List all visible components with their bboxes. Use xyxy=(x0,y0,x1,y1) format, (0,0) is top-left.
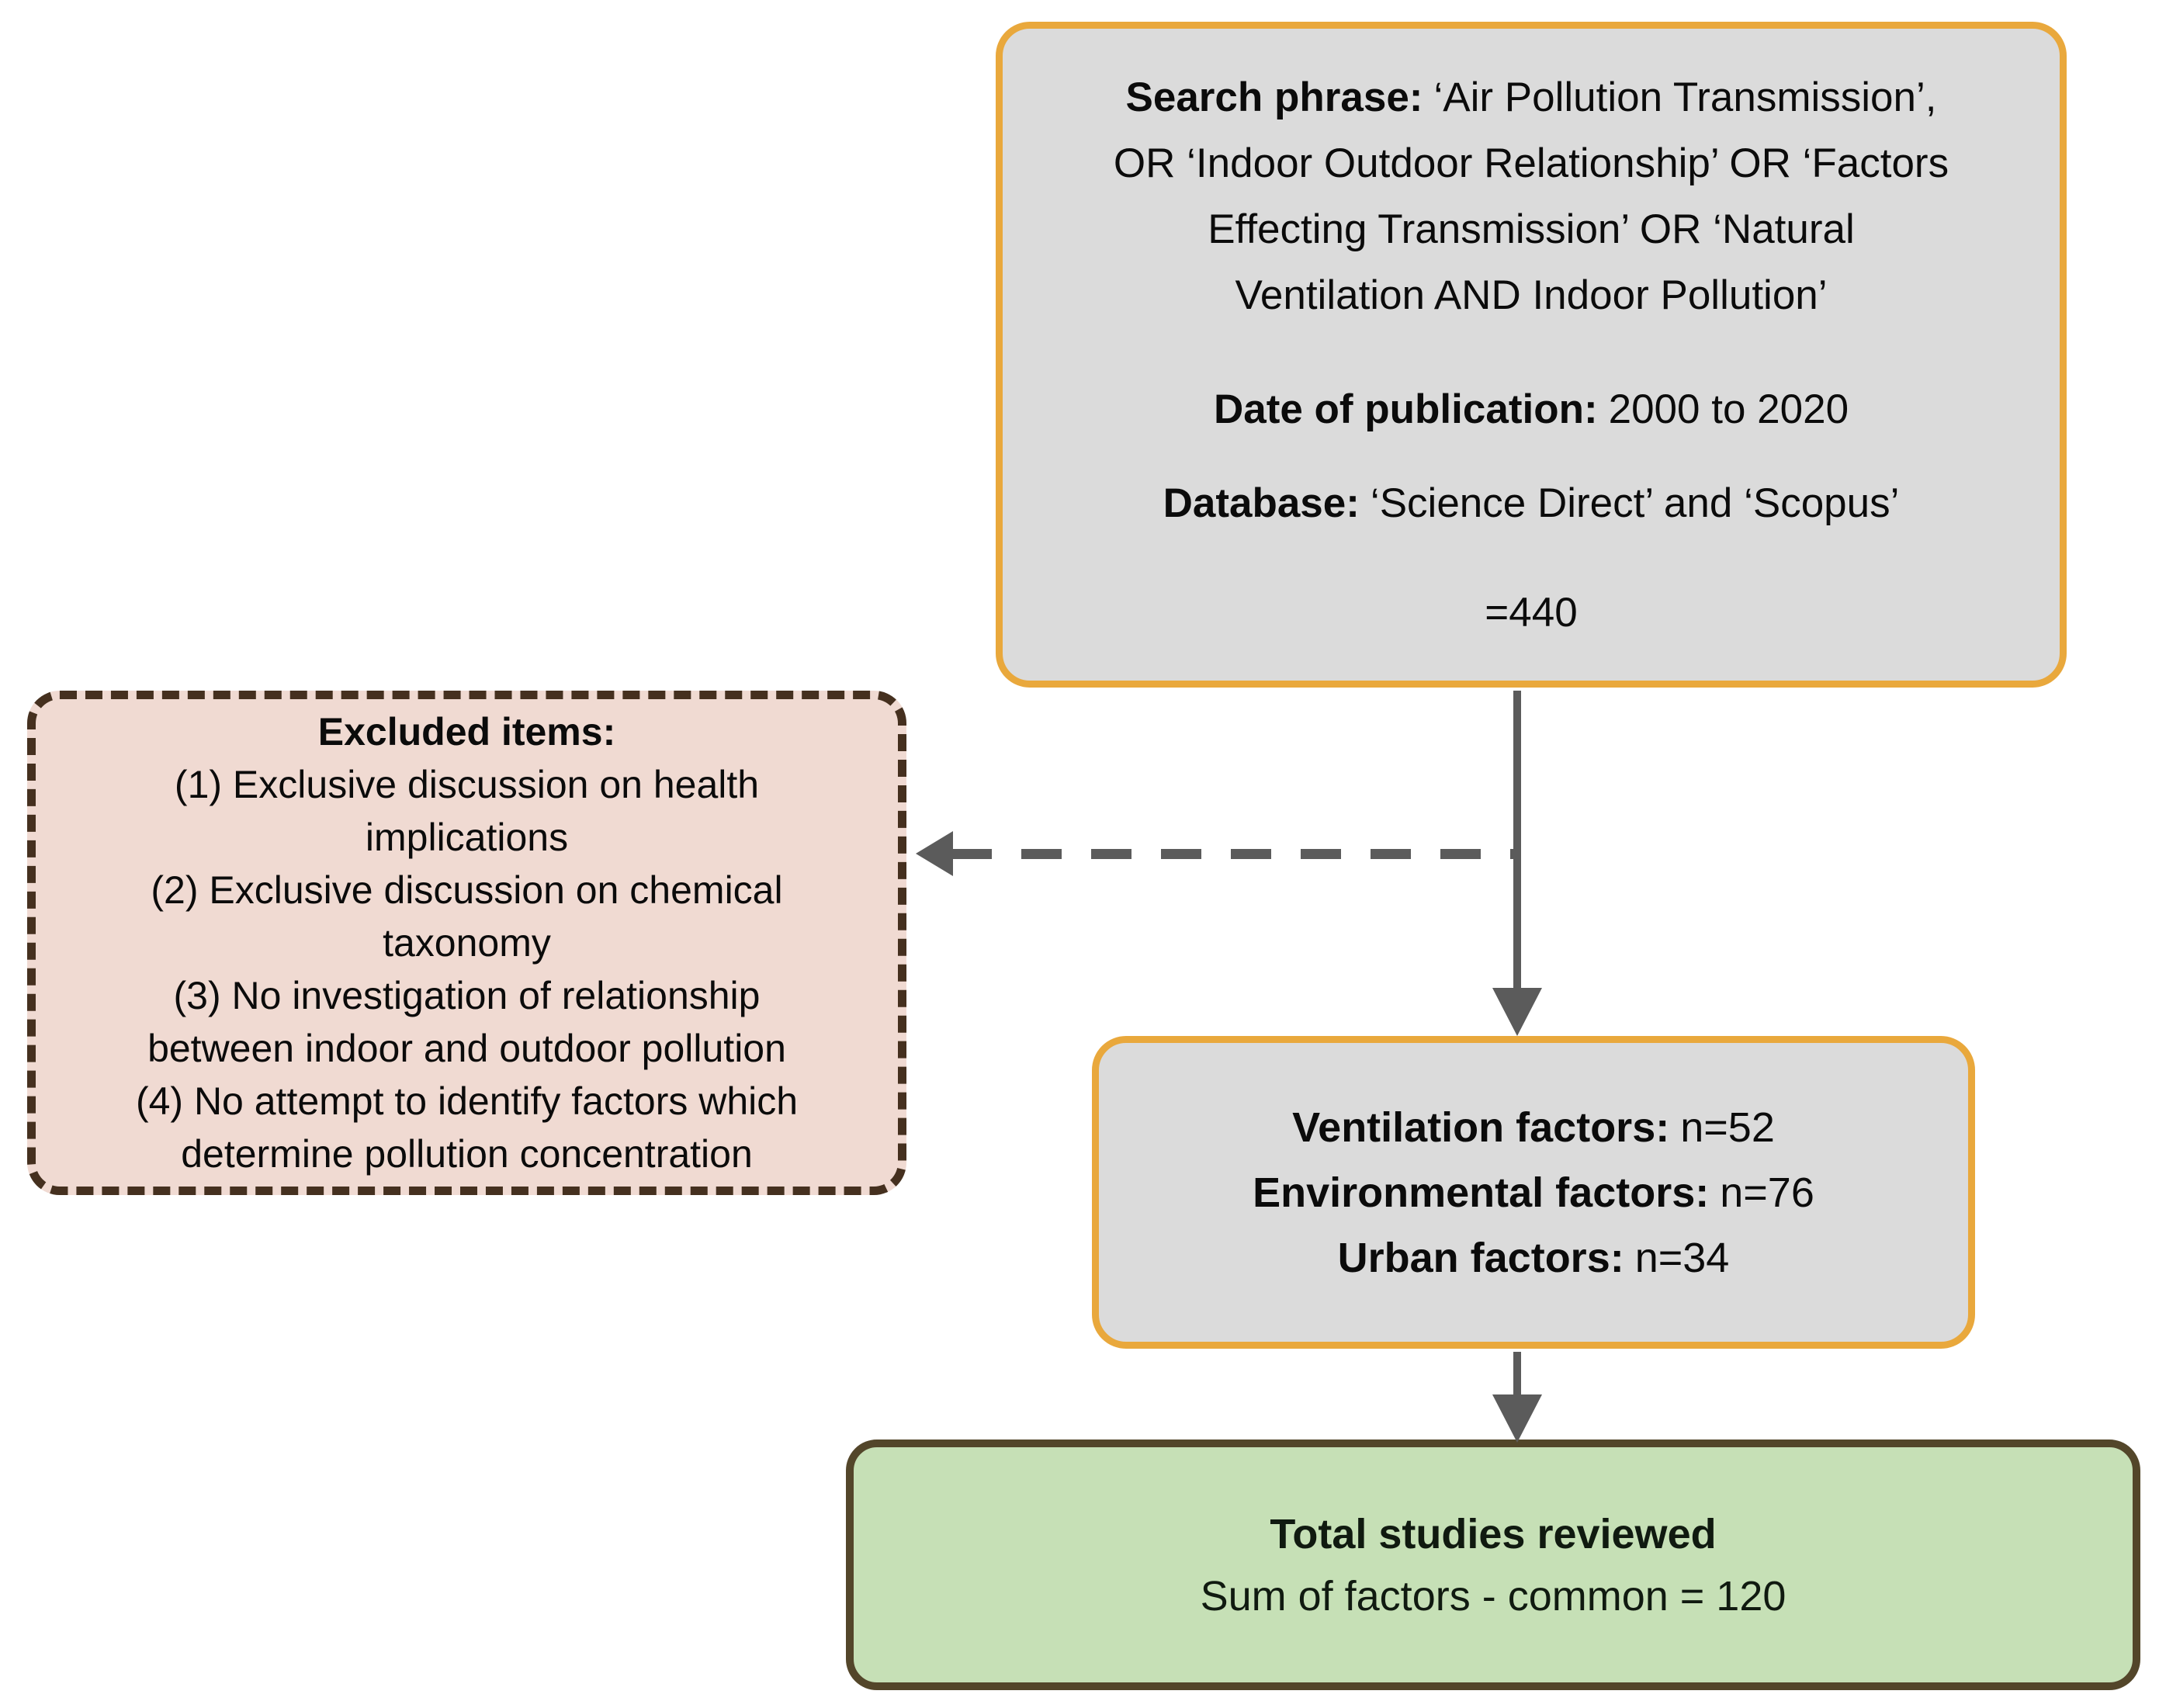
left-arrowhead-icon xyxy=(916,831,953,876)
search-phrase-text: Ventilation AND Indoor Pollution’ xyxy=(1235,272,1828,318)
excluded-item: (3) No investigation of relationship bet… xyxy=(147,974,786,1070)
arrow-factors-to-total-shaft xyxy=(1513,1352,1521,1397)
search-phrase-label: Search phrase: xyxy=(1125,74,1423,120)
factors-count-box: Ventilation factors:n=52 Environmental f… xyxy=(1092,1036,1975,1349)
database-line: Database:‘Science Direct’ and ‘Scopus’ xyxy=(1163,470,1900,536)
search-criteria-box: Search phrase:‘Air Pollution Transmissio… xyxy=(996,22,2067,688)
excluded-item: (2) Exclusive discussion on chemical tax… xyxy=(151,868,783,965)
excluded-items-box: Excluded items: (1) Exclusive discussion… xyxy=(27,691,906,1195)
down-arrowhead-icon xyxy=(1492,988,1542,1036)
database-label: Database: xyxy=(1163,480,1360,526)
environmental-factors-row: Environmental factors:n=76 xyxy=(1253,1160,1814,1225)
total-studies-title: Total studies reviewed xyxy=(1270,1510,1717,1557)
ventilation-factors-label: Ventilation factors: xyxy=(1292,1103,1670,1151)
total-studies-subtitle: Sum of factors - common = 120 xyxy=(1200,1572,1786,1620)
urban-factors-label: Urban factors: xyxy=(1337,1234,1624,1281)
search-phrase-text: Effecting Transmission’ OR ‘Natural xyxy=(1208,206,1855,252)
environmental-factors-value: n=76 xyxy=(1720,1169,1814,1216)
publication-date-label: Date of publication: xyxy=(1213,386,1598,432)
publication-date-line: Date of publication:2000 to 2020 xyxy=(1214,376,1849,442)
dashed-arrow-to-excluded-shaft xyxy=(951,849,1517,859)
environmental-factors-label: Environmental factors: xyxy=(1253,1169,1710,1216)
search-phrase-text: ‘Air Pollution Transmission’, xyxy=(1433,74,1937,120)
database-value: ‘Science Direct’ and ‘Scopus’ xyxy=(1370,480,1900,526)
urban-factors-row: Urban factors:n=34 xyxy=(1338,1225,1730,1291)
ventilation-factors-value: n=52 xyxy=(1680,1103,1775,1151)
total-studies-box: Total studies reviewed Sum of factors - … xyxy=(846,1440,2140,1690)
excluded-items-title: Excluded items: xyxy=(317,710,616,754)
publication-date-value: 2000 to 2020 xyxy=(1608,386,1849,432)
excluded-item: (1) Exclusive discussion on health impli… xyxy=(174,763,760,859)
excluded-item: (4) No attempt to identify factors which… xyxy=(135,1079,799,1176)
down-arrowhead-icon xyxy=(1492,1394,1542,1443)
result-count: =440 xyxy=(1485,589,1578,636)
search-phrase-text: OR ‘Indoor Outdoor Relationship’ OR ‘Fac… xyxy=(1113,140,1949,186)
search-phrase-line: Search phrase:‘Air Pollution Transmissio… xyxy=(1126,64,1937,130)
arrow-search-to-factors-shaft xyxy=(1513,691,1521,988)
ventilation-factors-row: Ventilation factors:n=52 xyxy=(1292,1095,1775,1160)
urban-factors-value: n=34 xyxy=(1634,1234,1730,1281)
